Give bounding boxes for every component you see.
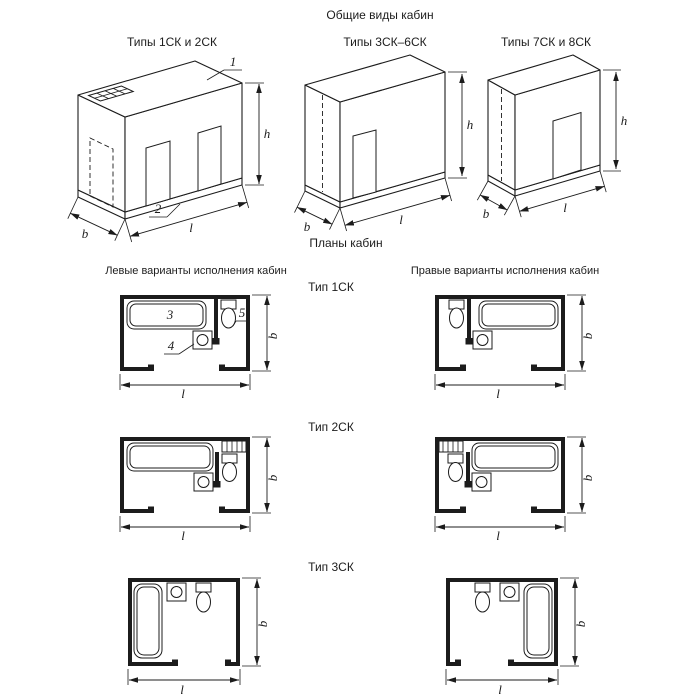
dim-label-l: l [181,528,185,543]
plan-3sk-left: b l [127,577,270,697]
roof-face [77,60,243,118]
door-opening [552,111,582,180]
left-variants-title: Левые варианты исполнения кабин [105,265,287,277]
door-opening [352,129,377,199]
dim-label-b: b [483,206,490,221]
plan-row-title-3: Тип 3СК [308,560,354,574]
hidden-door-outline [89,137,114,208]
callout-1: 1 [230,54,237,69]
dim-label-b: b [580,474,595,481]
plan-1sk-left: 3 4 5 b l [119,294,280,401]
plan-3sk-right: b l [445,577,588,697]
iso-view-3: h b l [476,54,628,221]
door-opening [197,125,222,192]
dim-label-b: b [82,226,89,241]
dim-label-l: l [181,386,185,401]
plan-row-title-1: Тип 1СК [308,280,354,294]
dim-label-b: b [580,332,595,339]
iso-title-3: Типы 7СК и 8СК [501,35,591,49]
iso-title-1: Типы 1СК и 2СК [127,35,217,49]
dim-label-b: b [304,219,311,234]
roof-face [487,54,601,96]
dim-label-b: b [265,474,280,481]
dim-label-l: l [189,220,193,235]
plan-1sk-right: b l [434,294,595,401]
plan-2sk-right: b l [434,436,595,543]
callout-4: 4 [168,338,175,353]
plan-2sk-left: b l [119,436,280,543]
dim-label-b: b [265,332,280,339]
figure-title: Общие виды кабин [326,8,433,22]
roof-face [304,54,446,103]
door-opening [145,140,171,207]
iso-view-2: h b l [294,54,474,234]
dim-label-h: h [621,113,628,128]
callout-2: 2 [155,201,162,216]
dim-label-l: l [399,212,403,227]
plans-title: Планы кабин [309,236,382,250]
roof-vent [87,85,135,102]
iso-title-2: Типы 3СК–6СК [343,35,426,49]
dim-label-h: h [264,126,271,141]
callout-3: 3 [166,307,174,322]
dim-label-l: l [496,386,500,401]
dim-label-l: l [496,528,500,543]
callout-5: 5 [239,305,246,320]
plan-row-title-2: Тип 2СК [308,420,354,434]
dim-label-l: l [180,682,184,697]
dim-label-l: l [563,200,567,215]
dim-label-l: l [498,682,502,697]
iso-view-1: h b l 1 2 [67,54,271,243]
right-variants-title: Правые варианты исполнения кабин [411,265,599,277]
dim-label-h: h [467,117,474,132]
dim-label-b: b [573,620,588,627]
dim-label-b: b [255,620,270,627]
